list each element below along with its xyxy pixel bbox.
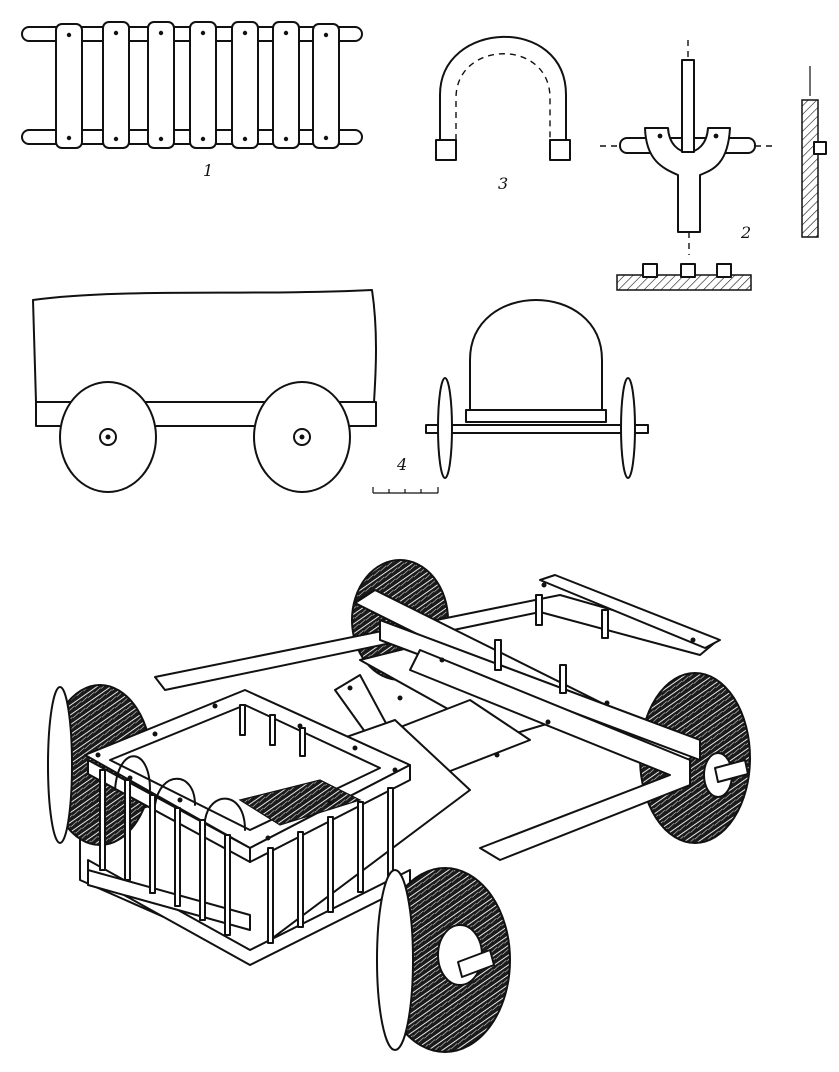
rack-hoop-2 [154,777,196,806]
rack-hoop-1 [114,755,151,791]
ladder-peg-holes [66,30,329,142]
label-ladder: 1 [203,161,214,180]
hoop-right-socket [549,139,571,161]
hoop-left-socket [435,139,457,161]
label-hoop: 3 [498,174,509,193]
front-rack-posts [99,704,394,944]
rack-floor-boards [238,779,362,826]
front-rack [84,689,411,966]
fitting-pin [681,59,695,153]
rear-right-hub [714,759,749,783]
covered-wagon-side-view [32,289,439,494]
side-rail-beam [379,619,701,761]
front-right-linchpin [457,949,495,978]
wagon-end-view [425,299,649,479]
top-rear-beam [154,594,719,691]
rack-hoop-3 [204,797,246,831]
ladder-side-panel [21,21,363,149]
beam-peg-holes [347,582,696,758]
fitting-side-section [801,99,819,238]
wagon-cover [32,289,377,403]
label-harness-fitting: 2 [741,223,752,242]
lower-side-rail [409,649,691,861]
rack-peg-holes [95,703,398,841]
cover-hoop [435,35,571,161]
rear-cross-beam [539,574,721,649]
end-view-axle [425,424,649,434]
rear-frame-posts [494,594,609,694]
harness-fitting [600,40,827,291]
scale-bar [372,487,439,494]
ladder-slats [55,21,340,149]
end-view-right-wheel [620,377,636,479]
end-view-left-wheel [437,377,453,479]
label-covered-wagon: 4 [397,455,408,474]
wagon-perspective-reconstruction [47,559,751,1053]
front-right-wheel [376,867,511,1053]
end-view-bed [465,409,607,423]
fitting-side-peg [813,141,827,155]
front-right-wheel-rim [376,869,414,1051]
